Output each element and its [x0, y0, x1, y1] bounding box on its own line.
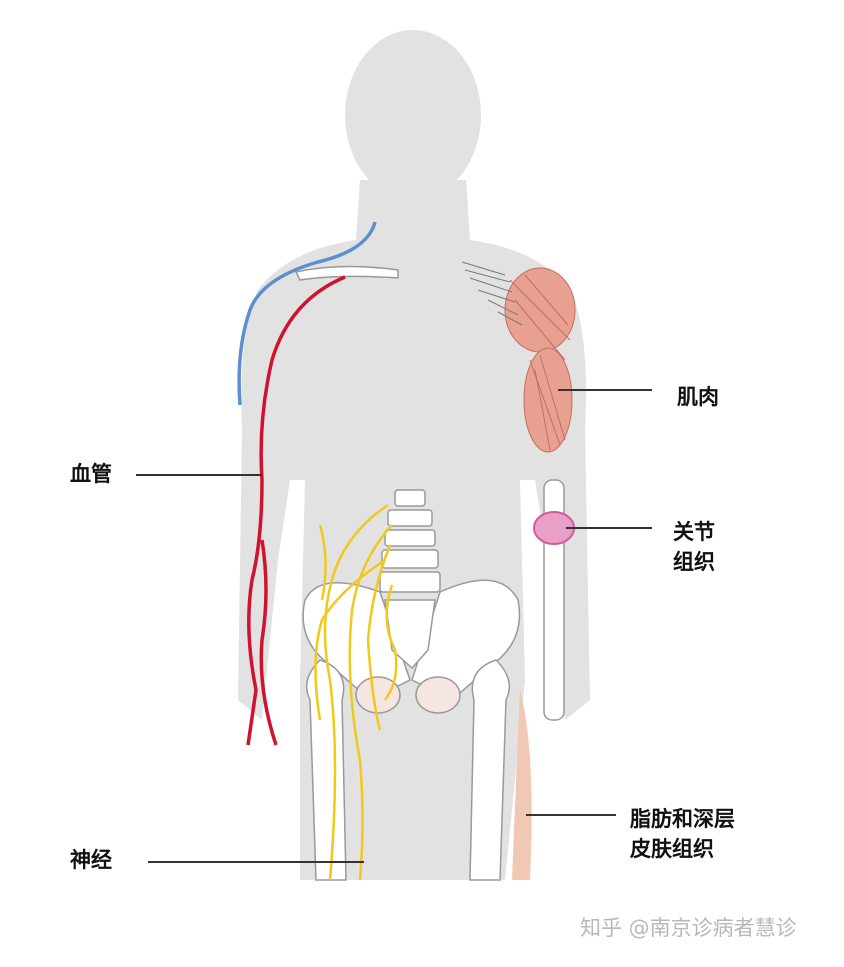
watermark: 知乎 @南京诊病者慧诊 [580, 916, 797, 940]
pelvis [302, 579, 521, 714]
femurs [305, 659, 511, 881]
label-joint-line1: 关节 [673, 520, 715, 544]
muscle [461, 261, 576, 453]
spine [379, 489, 441, 593]
label-joint-line2: 组织 [673, 550, 715, 574]
collarbone [294, 265, 399, 281]
artery [246, 275, 346, 746]
nerves [314, 503, 398, 881]
label-blood-vessels: 血管 [70, 462, 112, 486]
label-fat-line1: 脂肪和深层 [630, 807, 735, 831]
label-nerves: 神经 [70, 848, 112, 872]
head [345, 30, 481, 200]
label-muscle: 肌肉 [677, 385, 719, 409]
vein [237, 221, 377, 406]
arm-bone [533, 479, 575, 721]
fat-tissue [512, 690, 532, 880]
body-silhouette [238, 30, 590, 880]
artery-branch [259, 539, 278, 746]
label-fat-line2: 皮肤组织 [630, 837, 714, 861]
